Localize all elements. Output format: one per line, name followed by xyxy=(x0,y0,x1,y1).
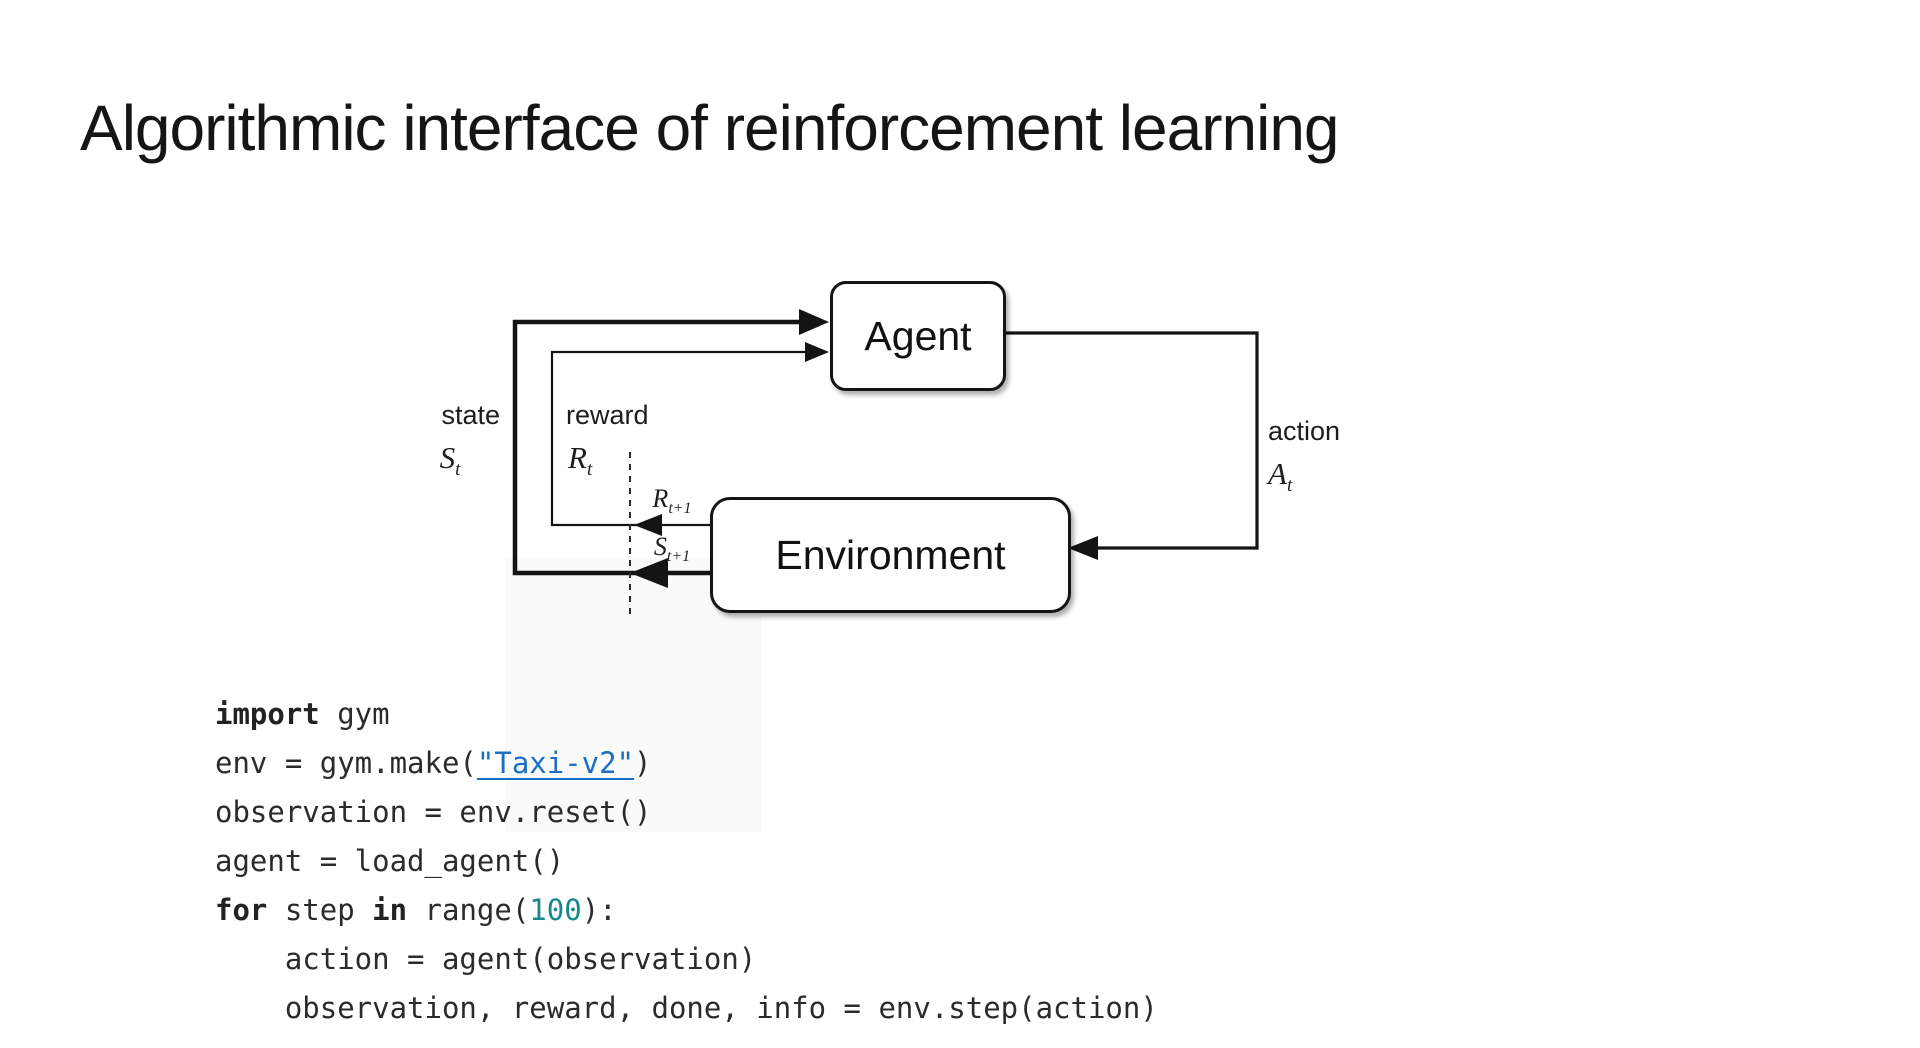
code-text: action = agent(observation) xyxy=(215,942,757,976)
state-symbol-base: S xyxy=(439,440,456,475)
reward-symbol-base: R xyxy=(568,440,587,475)
code-line: observation = env.reset() xyxy=(215,788,1158,837)
code-text: observation, reward, done, info = env.st… xyxy=(215,991,1158,1025)
code-line: observation, reward, done, info = env.st… xyxy=(215,984,1158,1033)
action-label: action xyxy=(1268,416,1341,446)
code-line: action = agent(observation) xyxy=(215,935,1158,984)
code-text: ) xyxy=(634,746,652,780)
environment-label: Environment xyxy=(775,531,1006,578)
reward-arrowhead-into-agent xyxy=(805,342,829,362)
code-keyword: import xyxy=(215,697,320,731)
agent-label: Agent xyxy=(864,312,972,359)
page-title: Algorithmic interface of reinforcement l… xyxy=(80,91,1340,164)
action-symbol-base: A xyxy=(1268,456,1287,491)
state-next-arrowhead xyxy=(630,558,668,588)
code-text: agent = load_agent() xyxy=(215,844,565,878)
code-text: observation = env.reset() xyxy=(215,795,652,829)
state-arrowhead-into-agent xyxy=(799,309,829,335)
action-symbol-sub: t xyxy=(1286,475,1293,497)
code-text: env = gym.make( xyxy=(215,746,477,780)
code-line: agent = load_agent() xyxy=(215,837,1158,886)
action-symbol: At xyxy=(1268,456,1292,495)
reward-symbol-sub: t xyxy=(586,459,593,481)
reward-next-symbol-sub: t+1 xyxy=(668,500,692,518)
agent-box: Agent xyxy=(830,281,1006,391)
code-text: ): xyxy=(581,893,617,927)
code-text: step xyxy=(267,893,373,927)
reward-label: reward xyxy=(566,400,649,430)
reward-next-symbol-base: R xyxy=(652,484,669,513)
code-keyword: in xyxy=(372,893,408,927)
reward-next-symbol: Rt+1 xyxy=(622,484,722,518)
code-line: env = gym.make("Taxi-v2") xyxy=(215,739,1158,788)
state-symbol-sub: t xyxy=(455,459,461,481)
code-keyword: for xyxy=(215,893,268,927)
code-number: 100 xyxy=(529,893,582,927)
reward-next-arrowhead xyxy=(634,514,662,536)
state-next-symbol-sub: t+1 xyxy=(666,548,691,566)
reward-symbol: Rt xyxy=(568,440,592,479)
environment-box: Environment xyxy=(710,497,1071,613)
state-next-symbol: St+1 xyxy=(622,532,722,566)
code-text: gym xyxy=(319,697,390,731)
state-symbol: St xyxy=(400,440,500,479)
state-label: state xyxy=(441,400,500,430)
state-next-symbol-base: S xyxy=(653,532,667,561)
state-loop-line xyxy=(512,319,800,576)
taxi-v2-link[interactable]: "Taxi-v2" xyxy=(476,746,635,780)
action-loop-line xyxy=(1000,331,1259,550)
code-text: range( xyxy=(407,893,530,927)
code-line: import gym xyxy=(215,690,1158,739)
code-line: for step in range(100): xyxy=(215,886,1158,935)
action-arrowhead-into-environment xyxy=(1068,536,1098,560)
